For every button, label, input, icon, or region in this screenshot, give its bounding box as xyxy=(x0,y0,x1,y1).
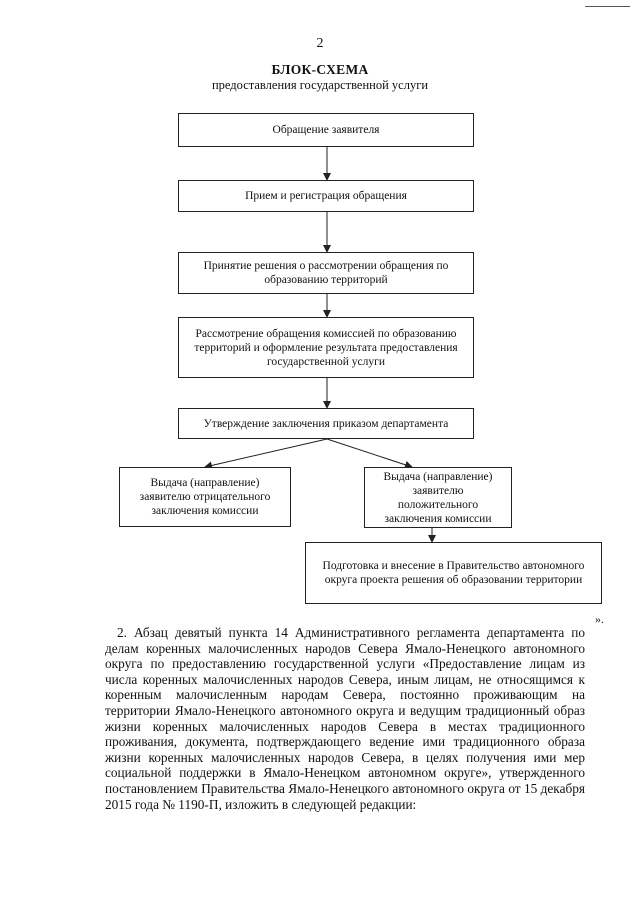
document-subtitle: предоставления государственной услуги xyxy=(211,78,429,92)
page-number: 2 xyxy=(316,36,324,51)
flow-box-positive: Выдача (направление) заявителю положител… xyxy=(364,467,512,528)
closing-quote: ». xyxy=(595,612,604,626)
amendment-text: 2. Абзац девятый пункта 14 Административ… xyxy=(105,625,585,812)
flow-box-registration: Прием и регистрация обращения xyxy=(178,180,474,212)
arrow-5-7 xyxy=(326,438,413,469)
flow-box-approval: Утверждение заключения приказом департам… xyxy=(178,408,474,439)
flow-box-request: Обращение заявителя xyxy=(178,113,474,147)
flow-box-government: Подготовка и внесение в Правительство ав… xyxy=(305,542,602,604)
document-title: БЛОК-СХЕМА xyxy=(271,62,369,77)
flow-box-decision: Принятие решения о рассмотрении обращени… xyxy=(178,252,474,294)
flow-box-negative: Выдача (направление) заявителю отрицател… xyxy=(119,467,291,527)
flow-box-review: Рассмотрение обращения комиссией по обра… xyxy=(178,317,474,378)
arrow-5-6 xyxy=(204,438,328,470)
top-rule xyxy=(585,6,630,7)
amendment-paragraph: 2. Абзац девятый пункта 14 Административ… xyxy=(105,625,585,812)
